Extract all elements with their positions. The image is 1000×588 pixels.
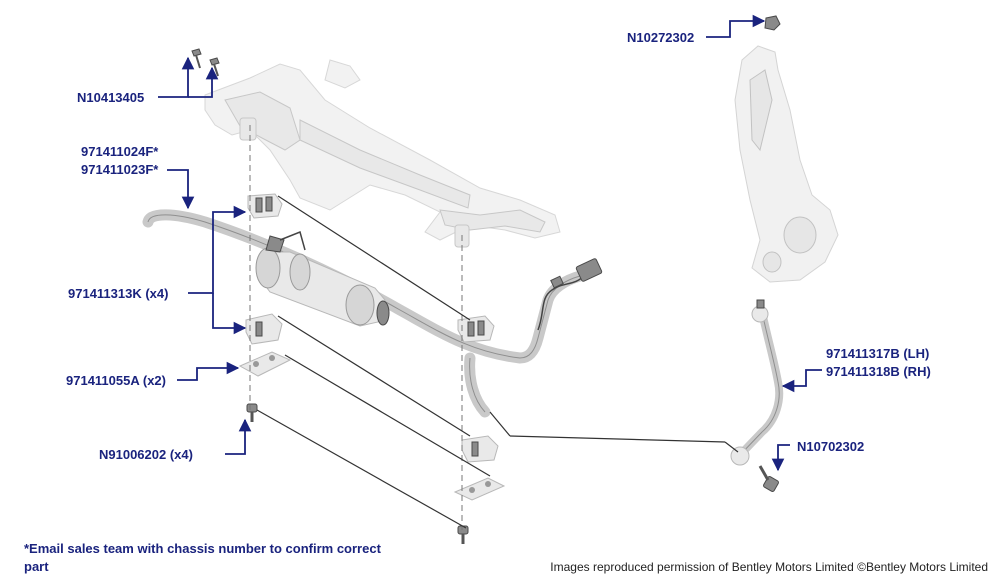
image-credit: Images reproduced permission of Bentley … [550, 560, 988, 574]
drop-link [730, 299, 784, 492]
callout-bar-b: 971411023F* [81, 162, 159, 177]
knuckle [734, 45, 839, 283]
stabilizer-bar [142, 209, 603, 418]
subframe [204, 59, 561, 248]
callout-nut: N10272302 [627, 30, 694, 45]
top-bolts [191, 48, 220, 77]
screws [246, 403, 469, 544]
callout-link-rh: 971411318B (RH) [826, 364, 931, 379]
bushings [245, 193, 499, 463]
callout-clamp: 971411055A (x2) [66, 373, 166, 388]
callout-screw: N91006202 (x4) [99, 447, 193, 462]
chassis-footnote: *Email sales team with chassis number to… [24, 541, 381, 574]
callout-link-nut: N10702302 [797, 439, 864, 454]
leaders [158, 14, 822, 472]
top-nut [764, 15, 781, 31]
callout-link-lh: 971411317B (LH) [826, 346, 929, 361]
callout-bushing: 971411313K (x4) [68, 286, 168, 301]
callout-bar-a: 971411024F* [81, 144, 159, 159]
assembly-lines [249, 125, 739, 530]
callout-bolt-top: N10413405 [77, 90, 144, 105]
clamp-plates [238, 351, 506, 501]
